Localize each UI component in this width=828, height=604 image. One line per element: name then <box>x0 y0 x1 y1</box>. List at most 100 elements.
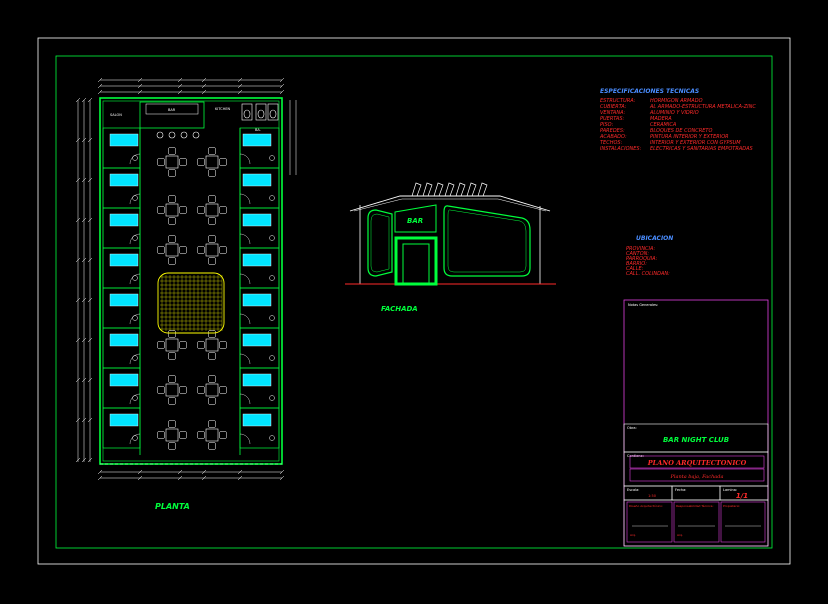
booth-right-bed <box>242 133 272 147</box>
booth-left-stool <box>132 155 138 161</box>
dim-tick <box>137 77 143 83</box>
technical-specs: ESPECIFICACIONES TECNICAS ESTRUCTURA:HOR… <box>599 88 756 152</box>
sig1-arq: Arq. <box>630 533 636 537</box>
dim-tick <box>81 217 87 223</box>
dim-tick <box>81 257 87 263</box>
facade-elevation: BAR <box>345 182 556 286</box>
dim-tick <box>75 217 81 223</box>
dim-tick <box>75 377 81 383</box>
dim-tick <box>81 337 87 343</box>
dim-tick <box>87 177 93 183</box>
booth-left-stool <box>132 235 138 241</box>
scale-label: Escala: <box>627 488 639 492</box>
dim-tick <box>75 177 81 183</box>
dim-tick <box>75 297 81 303</box>
facade-sign: BAR <box>407 217 423 225</box>
booth-right-door <box>239 153 251 165</box>
booth-right-bed <box>242 333 272 347</box>
outer-frame <box>37 37 791 565</box>
dim-tick <box>75 137 81 143</box>
dim-tick <box>137 475 143 481</box>
booth-left-door <box>129 353 141 365</box>
salon-room-label: SALON <box>110 113 122 117</box>
booth-right-bed <box>242 253 272 267</box>
table-set <box>157 375 187 405</box>
dim-tick <box>75 337 81 343</box>
scale-value: 1:50 <box>648 494 656 498</box>
table-set <box>197 330 227 360</box>
booth-right-bed <box>242 373 272 387</box>
spec-key: ESTRUCTURA: <box>600 98 636 104</box>
booth-right-stool <box>269 395 275 401</box>
table-set <box>197 420 227 450</box>
location-block: UBICACION PROVINCIA:CANTON:PARROQUIA:BAR… <box>626 235 673 277</box>
booth-right-bed <box>242 413 272 427</box>
dance-floor <box>157 272 225 334</box>
dim-tick <box>87 417 93 423</box>
dim-tick <box>177 89 183 95</box>
booth-left-bed <box>109 413 139 427</box>
booth-left-door <box>129 193 141 205</box>
dim-tick <box>201 83 207 89</box>
sheet-subtitle: Planta baja, Fachada <box>670 474 724 480</box>
bath-room-label: BA. <box>255 128 261 132</box>
booth-left-door <box>129 433 141 445</box>
dim-tick <box>237 475 243 481</box>
dim-tick <box>97 89 103 95</box>
sig2-arq: Arq. <box>677 533 683 537</box>
spec-key: PAREDES: <box>600 128 625 134</box>
spec-value: INTERIOR Y EXTERIOR CON GYPSUM <box>650 140 741 146</box>
dim-tick <box>81 377 87 383</box>
title-block: Notas Generales: Obra: BAR NIGHT CLUB Co… <box>623 299 769 547</box>
booth-left-bed <box>109 213 139 227</box>
dim-tick <box>201 475 207 481</box>
location-row: PARROQUIA: <box>626 256 658 262</box>
booth-left-bed <box>109 373 139 387</box>
dim-tick <box>97 83 103 89</box>
specs-title: ESPECIFICACIONES TECNICAS <box>600 88 699 95</box>
spec-value: CERAMICA <box>650 122 677 128</box>
spec-value: PINTURA INTERIOR Y EXTERIOR <box>650 134 729 140</box>
dim-tick <box>279 83 285 89</box>
booth-left-door <box>129 393 141 405</box>
booth-left-bed <box>109 333 139 347</box>
sig3-label: Propietario: <box>723 504 740 508</box>
dim-tick <box>87 97 93 103</box>
booth-left-door <box>129 313 141 325</box>
spec-value: ELECTRICAS Y SANITARIAS EMPOTRADAS <box>650 146 754 152</box>
location-title: UBICACION <box>636 235 673 242</box>
dim-tick <box>137 469 143 475</box>
booth-right-door <box>239 433 251 445</box>
booth-left <box>102 407 141 449</box>
dim-tick <box>201 89 207 95</box>
dim-tick <box>237 83 243 89</box>
spec-key: INSTALACIONES: <box>600 146 642 152</box>
booth-right-door <box>239 353 251 365</box>
table-set <box>157 420 187 450</box>
dim-tick <box>87 137 93 143</box>
booth-right-stool <box>269 195 275 201</box>
floor-plan: BAR SALON KITCHEN BA. <box>75 77 297 481</box>
roof-vent <box>411 182 422 197</box>
table-set <box>197 375 227 405</box>
table-set <box>157 147 187 177</box>
dim-tick <box>201 469 207 475</box>
dim-tick <box>237 77 243 83</box>
booth-left-stool <box>132 435 138 441</box>
booth-right-bed <box>242 213 272 227</box>
booth-right-stool <box>269 315 275 321</box>
inner-frame <box>55 55 773 549</box>
dim-tick <box>97 469 103 475</box>
booth-right <box>239 407 280 449</box>
booth-right-door <box>239 273 251 285</box>
booth-left-stool <box>132 275 138 281</box>
spec-value: ALUMINIO Y VIDRIO <box>649 110 699 116</box>
dim-tick <box>81 297 87 303</box>
location-row: PROVINCIA: <box>626 246 656 252</box>
spec-value: MADERA <box>650 116 672 122</box>
booth-right-door <box>239 193 251 205</box>
dim-tick <box>177 83 183 89</box>
bar-room-label: BAR <box>168 108 176 112</box>
booth-right-stool <box>269 355 275 361</box>
